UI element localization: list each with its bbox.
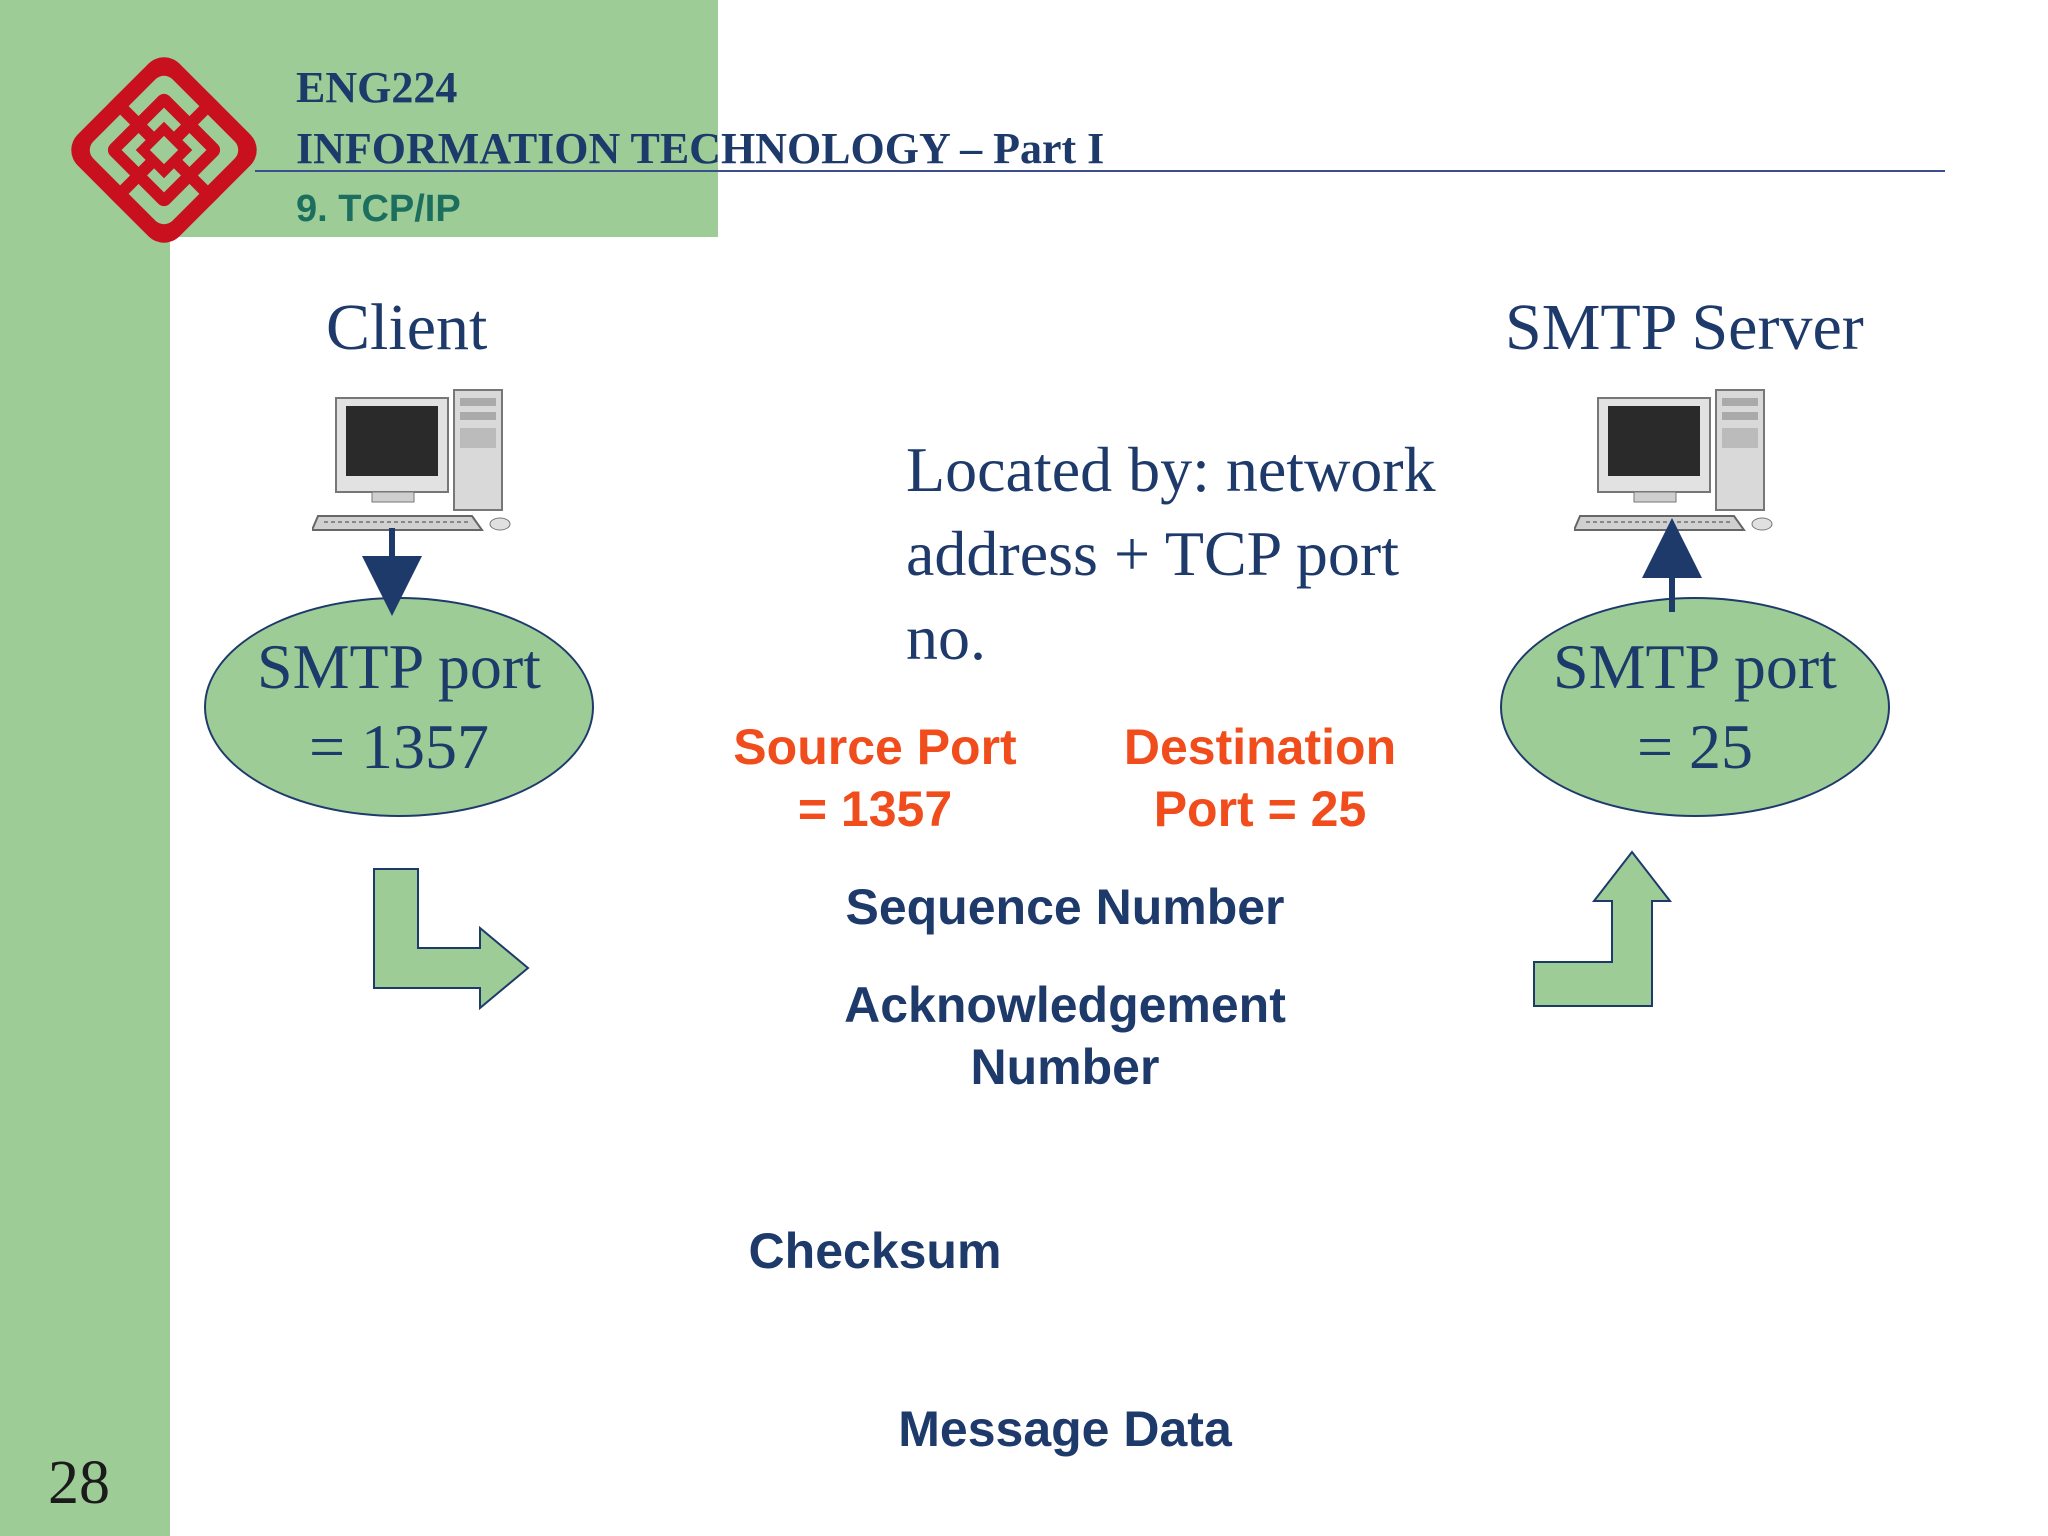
client-computer-icon [312, 389, 511, 531]
destination-port-field: Destination Port = 25 [1080, 716, 1440, 840]
sequence-number-field: Sequence Number [845, 879, 1285, 935]
acknowledgement-number-field: Acknowledgement Number [780, 974, 1350, 1098]
location-note-line2: address + TCP port [906, 518, 1399, 589]
source-port-field: Source Port = 1357 [700, 716, 1050, 840]
client-label: Client [326, 291, 488, 364]
server-port-ellipse: SMTP port = 25 [1500, 597, 1890, 817]
server-bent-arrow [1533, 850, 1673, 1007]
ack-line2: Number [970, 1039, 1160, 1095]
destination-port-line2: Port = 25 [1153, 781, 1367, 837]
location-note: Located by: network address + TCP port n… [906, 428, 1506, 680]
message-data-field: Message Data [898, 1401, 1232, 1457]
client-bent-arrow [373, 868, 530, 1011]
university-logo [71, 57, 257, 243]
section-title: 9. TCP/IP [296, 188, 461, 230]
course-title: INFORMATION TECHNOLOGY – Part I [296, 124, 1105, 173]
source-port-line2: = 1357 [797, 781, 953, 837]
location-note-line3: no. [906, 602, 986, 673]
destination-port-line1: Destination [1123, 719, 1397, 775]
server-label: SMTP Server [1505, 291, 1864, 364]
page-number: 28 [48, 1449, 110, 1517]
checksum-field: Checksum [748, 1223, 1002, 1279]
client-port-line2: = 1357 [308, 711, 490, 782]
location-note-line1: Located by: network [906, 434, 1436, 505]
source-port-line1: Source Port [733, 719, 1017, 775]
server-port-line2: = 25 [1636, 711, 1754, 782]
header-rule [255, 170, 1945, 172]
ack-line1: Acknowledgement [844, 977, 1286, 1033]
server-port-line1: SMTP port [1553, 631, 1837, 702]
course-code: ENG224 [296, 63, 458, 112]
client-port-line1: SMTP port [257, 631, 541, 702]
client-port-ellipse: SMTP port = 1357 [204, 597, 594, 817]
left-green-band [0, 0, 170, 1536]
